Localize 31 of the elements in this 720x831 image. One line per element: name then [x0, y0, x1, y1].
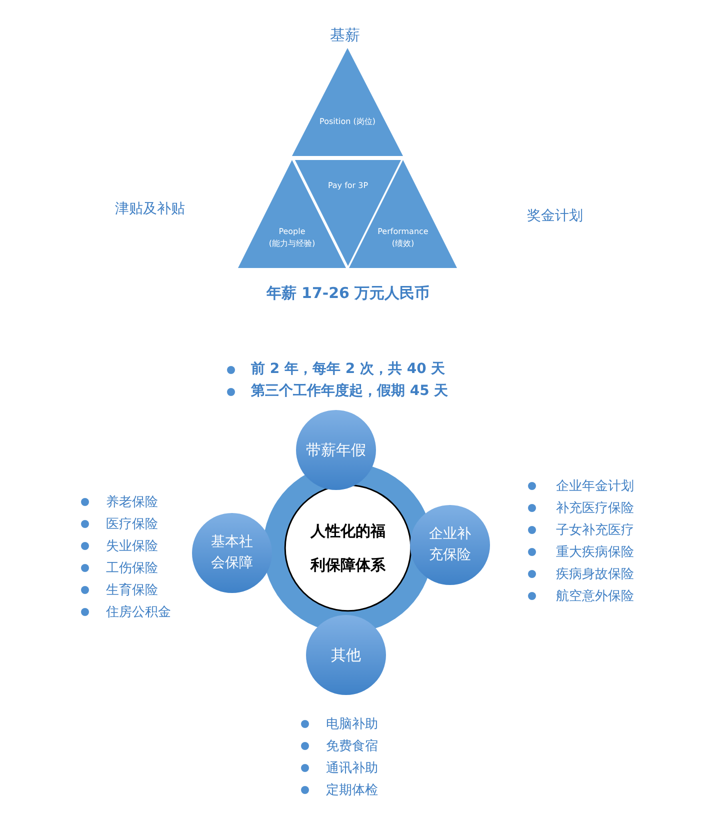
list-item: 补充医疗保险 — [556, 500, 634, 517]
list-item: 失业保险 — [106, 538, 158, 555]
node-label: Pay for 3P — [326, 180, 370, 192]
list-item: 第三个工作年度起，假期 45 天 — [251, 382, 448, 400]
list-item: 免费食宿 — [326, 738, 378, 755]
list-item: 养老保险 — [106, 494, 158, 511]
side-label: 津贴及补贴 — [115, 200, 185, 218]
list-item: 航空意外保险 — [556, 588, 634, 605]
caption-label: 年薪 17-26 万元人民币 — [266, 284, 430, 303]
list-item: 通讯补助 — [326, 760, 378, 777]
node-label: 带薪年假 — [305, 440, 367, 461]
node-label: 其他 — [330, 644, 362, 666]
list-item: 工伤保险 — [106, 560, 158, 577]
list-item: 电脑补助 — [326, 716, 378, 733]
list-item: 生育保险 — [106, 582, 158, 599]
list-item: 前 2 年，每年 2 次，共 40 天 — [251, 360, 446, 378]
list-item: 子女补充医疗 — [556, 522, 634, 539]
list-item: 重大疾病保险 — [556, 544, 634, 561]
side-label: 基薪 — [330, 26, 360, 45]
list-item: 疾病身故保险 — [556, 566, 634, 583]
list-item: 住房公积金 — [106, 604, 171, 621]
node-label: Position (岗位) — [318, 116, 376, 128]
list-item: 企业年金计划 — [556, 478, 634, 495]
list-item: 医疗保险 — [106, 516, 158, 533]
node-label: 基本社会保障 — [210, 533, 254, 573]
side-label: 奖金计划 — [527, 207, 583, 225]
node-label: 企业补充保险 — [428, 525, 472, 565]
list-item: 定期体检 — [326, 782, 378, 799]
node-label: People (能力与经验) — [268, 226, 316, 250]
node-label: 人性化的福利保障体系 — [309, 521, 386, 576]
node-label: Performance (绩效) — [376, 226, 430, 250]
